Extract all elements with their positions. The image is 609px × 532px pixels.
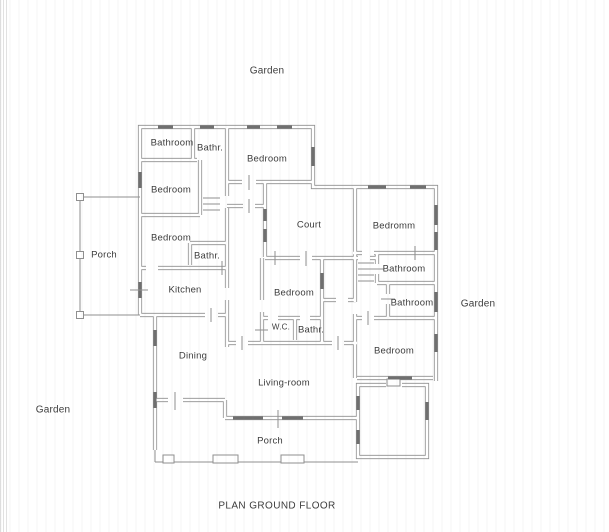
room-label-bathr-n: Bathr. xyxy=(196,142,224,154)
room-label-bathroom-e2: Bathroom xyxy=(390,297,434,309)
door-notch xyxy=(386,378,401,387)
room-label-wc: W.C. xyxy=(271,322,291,332)
porch-post xyxy=(76,311,84,319)
tick-marks xyxy=(130,175,416,428)
room-label-bathr-c: Bathr. xyxy=(297,324,325,336)
room-label-bedroom-n: Bedroom xyxy=(247,153,287,165)
porch-post xyxy=(76,193,84,201)
garden-label-left: Garden xyxy=(35,404,71,416)
room-label-bedromm-ne: Bedromm xyxy=(372,220,416,232)
plan-title: PLAN GROUND FLOOR xyxy=(218,500,336,512)
room-label-bedroom-c: Bedroom xyxy=(274,287,314,299)
porch-pillar xyxy=(212,454,239,464)
porch-pillar xyxy=(280,454,305,464)
porch-label-west: Porch xyxy=(91,249,117,261)
room-label-bedroom-w1: Bedroom xyxy=(151,184,191,196)
room-label-bedroom-w2: Bedroom xyxy=(151,232,191,244)
window-markers xyxy=(138,125,438,444)
room-label-bathr-w: Bathr. xyxy=(193,250,221,262)
porch-outline xyxy=(76,193,401,464)
garden-label-top: Garden xyxy=(249,65,285,77)
porch-label-south: Porch xyxy=(257,435,283,447)
garden-label-right: Garden xyxy=(460,298,496,310)
room-label-kitchen: Kitchen xyxy=(168,284,202,296)
room-label-living-room: Living-room xyxy=(258,377,310,389)
porch-post xyxy=(76,251,84,259)
room-label-bedroom-e: Bedroom xyxy=(374,345,414,357)
porch-pillar xyxy=(162,454,175,464)
room-label-bathroom-nw: Bathroom xyxy=(150,137,194,149)
room-label-dining: Dining xyxy=(178,350,208,362)
room-label-bathroom-e1: Bathroom xyxy=(382,263,426,275)
room-label-court: Court xyxy=(296,219,322,231)
